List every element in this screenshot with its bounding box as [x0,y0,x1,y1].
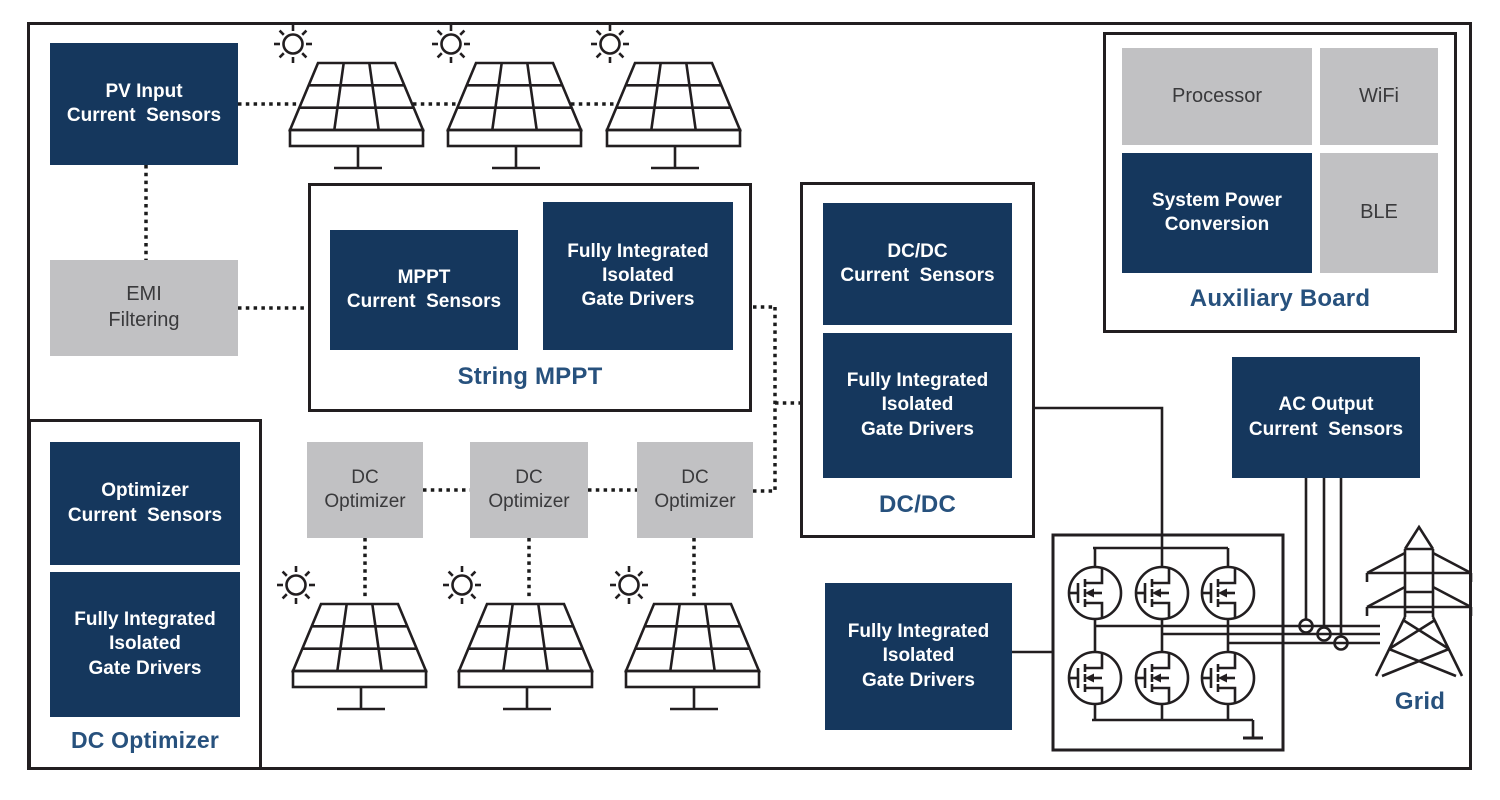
current-sensor-ring-icon [1298,618,1314,634]
ac-output-current-sensors-block: AC Output Current Sensors [1232,357,1420,478]
dc-optimizer-container [28,419,262,770]
dotted-connectors [144,102,800,600]
dc-optimizer-label: DC Optimizer [70,727,220,753]
current-sensor-ring-icon [1316,626,1332,642]
dc-optimizer-module-2: DC Optimizer [470,442,588,538]
auxiliary-board-container [1103,32,1457,333]
dcdc-gate-drivers-block: Fully Integrated Isolated Gate Drivers [823,333,1012,478]
dcdc-current-sensors-block: DC/DC Current Sensors [823,203,1012,325]
dcdc-label: DC/DC [879,491,956,518]
processor-block: Processor [1122,48,1312,145]
solid-connectors [1012,406,1164,654]
dc-optimizer-module-1: DC Optimizer [307,442,423,538]
dc-optimizer-module-3: DC Optimizer [637,442,753,538]
dcdc-container [800,182,1035,538]
current-sensor-ring-icon [1333,635,1349,651]
grid-label: Grid [1394,688,1446,715]
optimizer-gate-drivers-block: Fully Integrated Isolated Gate Drivers [50,572,240,717]
system-power-conversion-block: System Power Conversion [1122,153,1312,273]
string-mppt-label: String MPPT [457,363,603,390]
optimizer-current-sensors-block: Optimizer Current Sensors [50,442,240,565]
mppt-gate-drivers-block: Fully Integrated Isolated Gate Drivers [543,202,733,350]
wifi-block: WiFi [1320,48,1438,145]
inverter-bridge [1051,533,1285,752]
ac-output-lines [1095,478,1380,651]
diagram-frame [27,22,1472,770]
ble-block: BLE [1320,153,1438,273]
auxiliary-board-label: Auxiliary Board [1189,285,1371,312]
emi-filtering-block: EMI Filtering [50,260,238,356]
inverter-gate-drivers-block: Fully Integrated Isolated Gate Drivers [825,583,1012,730]
pv-input-current-sensors-block: PV Input Current Sensors [50,43,238,165]
string-mppt-container [308,183,752,412]
mppt-current-sensors-block: MPPT Current Sensors [330,230,518,350]
